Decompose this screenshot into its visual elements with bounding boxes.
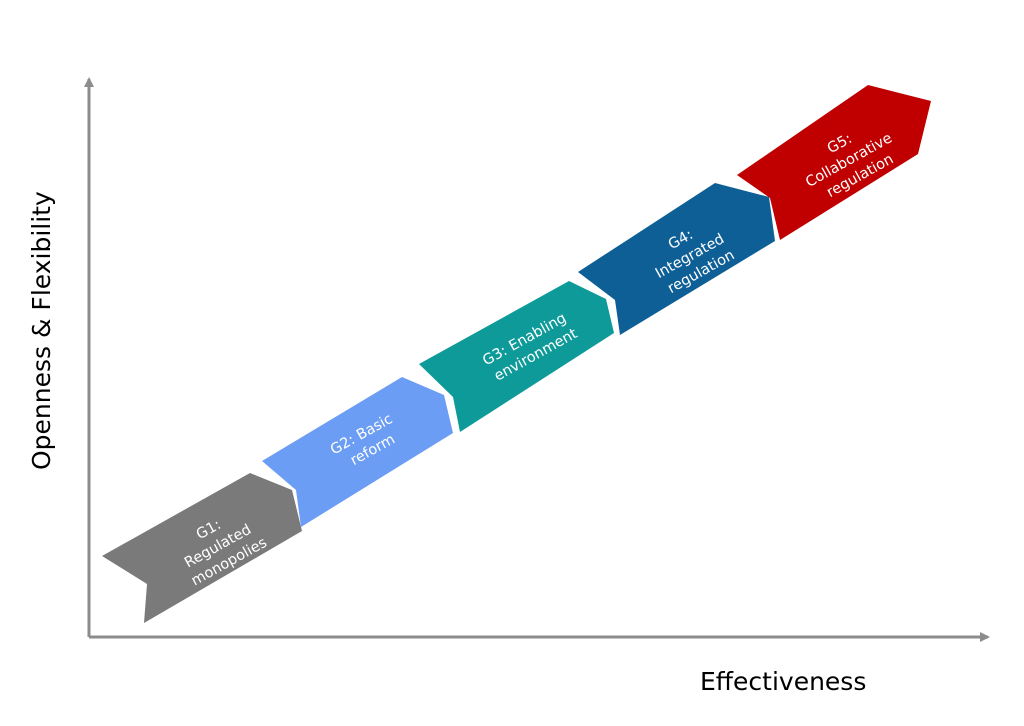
x-axis-title: Effectiveness xyxy=(700,667,866,696)
stage-g2-chevron xyxy=(262,377,453,527)
y-axis-title: Openness & Flexibility xyxy=(27,191,56,470)
stage-g1-chevron xyxy=(102,473,302,623)
stage-g5-chevron xyxy=(737,85,931,240)
stage-g4: G4: Integrated regulation xyxy=(578,183,775,335)
stage-g1: G1: Regulated monopolies xyxy=(102,473,302,623)
stage-g3: G3: Enabling environment xyxy=(419,281,614,432)
stage-g3-chevron xyxy=(419,281,614,432)
stage-g2: G2: Basic reform xyxy=(262,377,453,527)
stage-g4-chevron xyxy=(578,183,775,335)
